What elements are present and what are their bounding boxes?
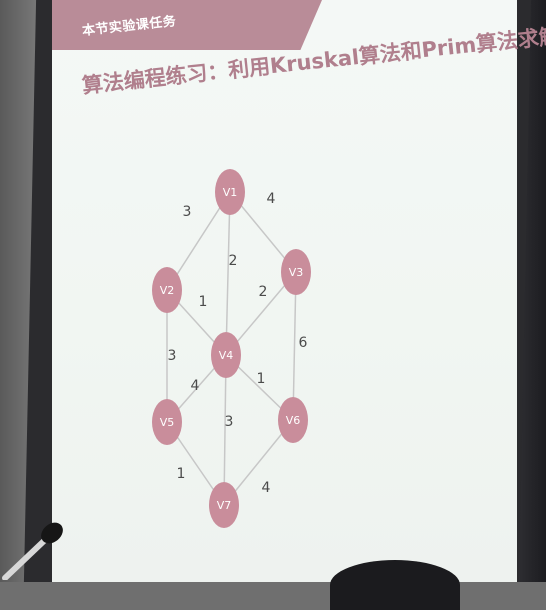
microphone-icon (2, 522, 63, 580)
node-v7: V7 (209, 482, 239, 528)
edge-weight-v1-v3: 4 (267, 191, 276, 207)
node-circle (215, 169, 245, 215)
edge-weight-v2-v4: 1 (199, 294, 208, 310)
node-circle (211, 332, 241, 378)
node-circle (278, 397, 308, 443)
node-circle (281, 249, 311, 295)
edge-weight-v3-v6: 6 (299, 335, 308, 351)
node-label: V1 (223, 186, 238, 199)
edge-weight-v1-v2: 3 (183, 204, 192, 220)
audience-head-silhouette (330, 560, 460, 610)
node-v3: V3 (281, 249, 311, 295)
node-v2: V2 (152, 267, 182, 313)
edge-v1-v4 (225, 191, 231, 356)
edge-weight-v4-v6: 1 (257, 371, 266, 387)
node-label: V5 (160, 416, 175, 429)
edge-weight-v5-v7: 1 (177, 466, 186, 482)
edge-weight-v6-v7: 4 (262, 480, 271, 496)
edge-v3-v6 (292, 271, 297, 421)
node-label: V3 (289, 266, 304, 279)
node-label: V2 (160, 284, 175, 297)
node-v6: V6 (278, 397, 308, 443)
slide-banner (52, 0, 322, 50)
edge-weight-v4-v5: 4 (191, 378, 200, 394)
edge-weight-v4-v7: 3 (225, 414, 234, 430)
node-label: V7 (217, 499, 232, 512)
edge-v4-v7 (223, 354, 227, 506)
node-label: V6 (286, 414, 301, 427)
node-label: V4 (219, 349, 234, 362)
edge-weight-v1-v4: 2 (229, 253, 238, 269)
edge-weight-v3-v4: 2 (259, 284, 268, 300)
node-circle (152, 399, 182, 445)
node-circle (152, 267, 182, 313)
node-v5: V5 (152, 399, 182, 445)
projected-slide (52, 0, 517, 582)
node-circle (209, 482, 239, 528)
node-v4: V4 (211, 332, 241, 378)
node-v1: V1 (215, 169, 245, 215)
edge-weight-v2-v5: 3 (168, 348, 177, 364)
